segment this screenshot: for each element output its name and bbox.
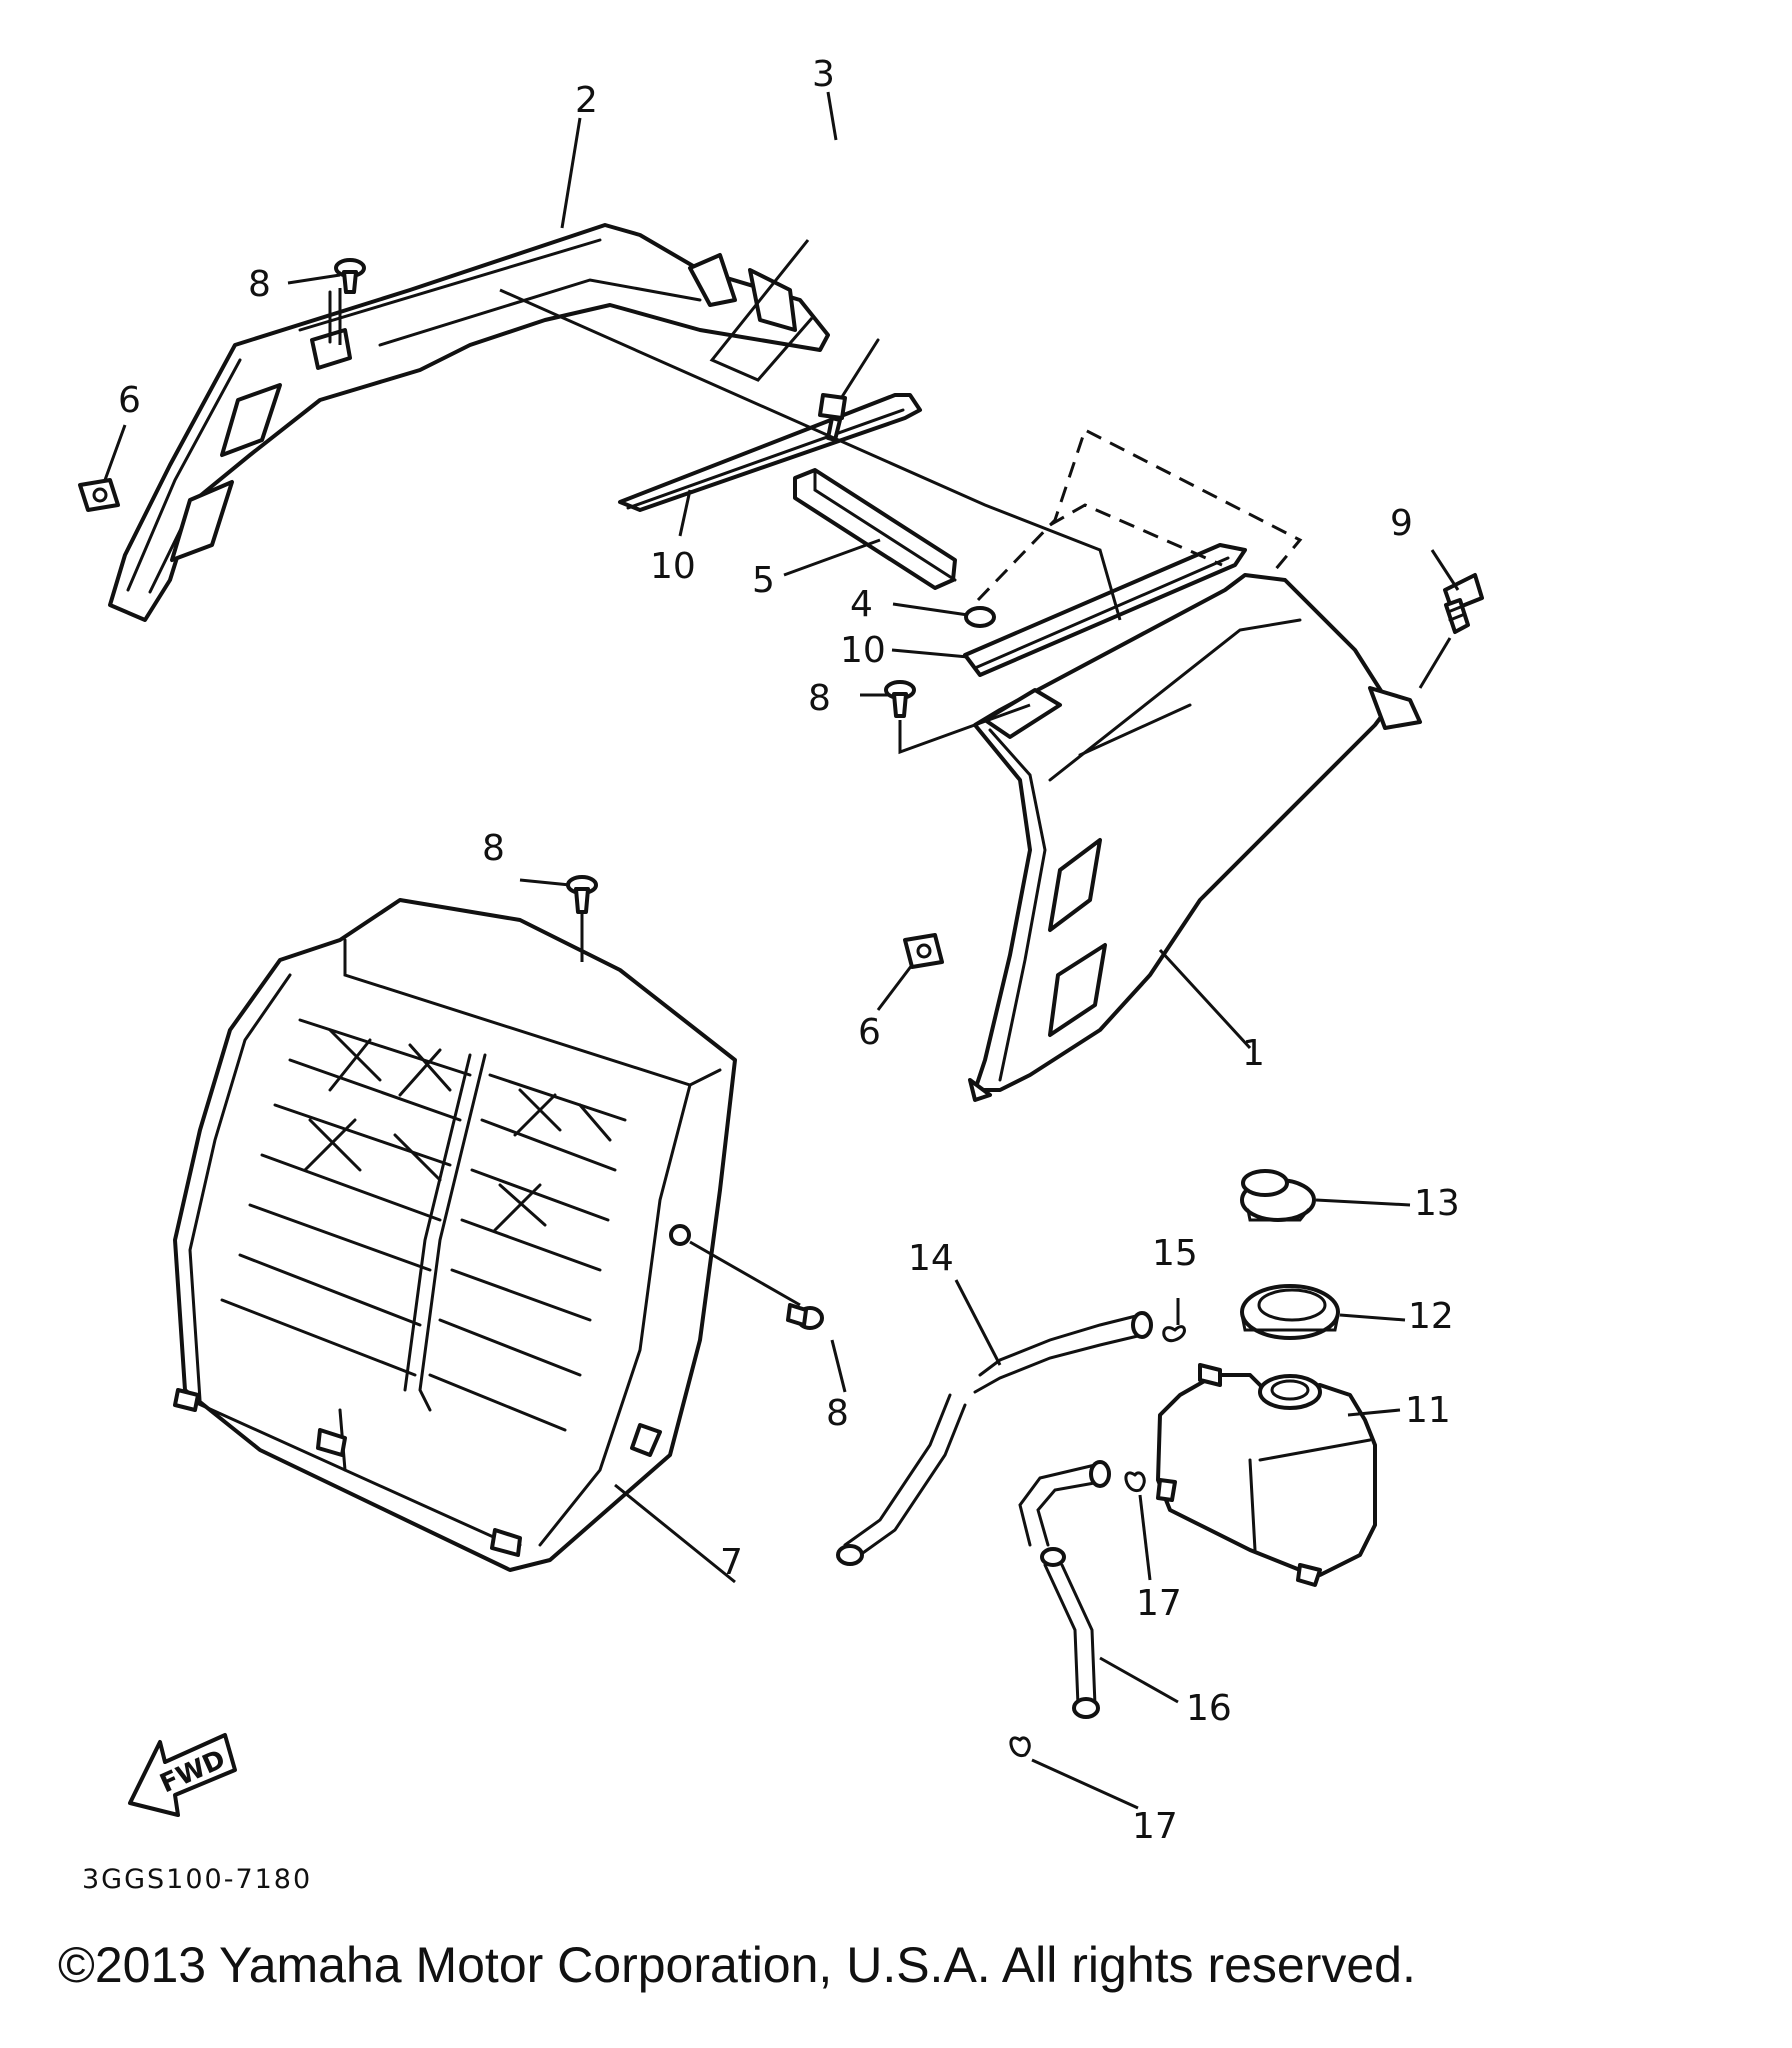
callout-9: 9 xyxy=(1390,503,1413,544)
part-16-hose xyxy=(1018,1460,1111,1719)
callout-6b: 6 xyxy=(858,1012,881,1053)
part-13-cap xyxy=(1240,1169,1316,1222)
part-11-reservoir-tank xyxy=(1156,1363,1377,1587)
part-17-clamp-a xyxy=(1124,1471,1146,1492)
forward-arrow-icon: FWD xyxy=(128,1733,237,1817)
callout-6a: 6 xyxy=(118,380,141,421)
part-4-nut xyxy=(964,606,996,628)
callout-17b: 17 xyxy=(1132,1806,1178,1847)
diagram-code: 3GGS100-7180 xyxy=(82,1864,312,1895)
callout-2: 2 xyxy=(575,80,598,121)
part-5-pad xyxy=(793,468,957,590)
copyright-notice: ©2013 Yamaha Motor Corporation, U.S.A. A… xyxy=(58,1937,1416,1993)
callout-7: 7 xyxy=(720,1542,743,1583)
callout-14: 14 xyxy=(908,1238,954,1279)
part-1-side-cover-right xyxy=(963,543,1422,1102)
part-8-screw-b xyxy=(884,680,916,718)
callout-4: 4 xyxy=(850,584,873,625)
callout-8c: 8 xyxy=(482,828,505,869)
part-6-clip-left xyxy=(78,478,120,512)
callout-labels: 1 2 3 4 5 6 6 7 8 8 8 8 9 10 10 11 12 13… xyxy=(118,54,1460,1847)
part-2-side-cover-left xyxy=(108,223,830,622)
callout-13: 13 xyxy=(1414,1183,1460,1224)
part-15-clamp xyxy=(1162,1325,1186,1343)
part-6-clip-right xyxy=(903,933,944,969)
callout-10a: 10 xyxy=(650,546,696,587)
part-14-hose xyxy=(836,1311,1153,1566)
part-10-rail-left xyxy=(618,393,922,512)
part-3-rivet xyxy=(818,338,880,442)
callout-8b: 8 xyxy=(808,678,831,719)
part-17-clamp-b xyxy=(1009,1736,1031,1757)
callout-15: 15 xyxy=(1152,1233,1198,1274)
callout-10b: 10 xyxy=(840,630,886,671)
leader-lines xyxy=(103,91,1460,1810)
part-8-screw-a xyxy=(334,258,366,294)
part-12-cap-ring xyxy=(1240,1284,1340,1340)
callout-16: 16 xyxy=(1186,1688,1232,1729)
part-9-bolt xyxy=(1443,573,1484,634)
callout-3: 3 xyxy=(812,54,835,95)
callout-5: 5 xyxy=(752,560,775,601)
part-7-radiator-shroud xyxy=(173,898,737,1572)
callout-11: 11 xyxy=(1405,1390,1451,1431)
callout-17a: 17 xyxy=(1136,1583,1182,1624)
callout-12: 12 xyxy=(1408,1296,1454,1337)
part-8-screw-d xyxy=(786,1303,824,1330)
callout-8d: 8 xyxy=(826,1393,849,1434)
part-8-screw-c xyxy=(566,875,598,914)
callout-8a: 8 xyxy=(248,264,271,305)
callout-1: 1 xyxy=(1242,1033,1265,1074)
